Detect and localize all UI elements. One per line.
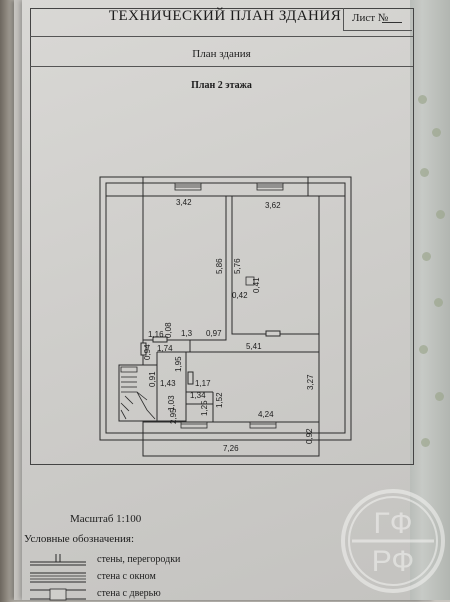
dim-541: 5,41 [246, 342, 262, 351]
room-1 [142, 195, 227, 341]
dim-134: 1,34 [190, 391, 206, 400]
legend-title: Условные обозначения: [24, 533, 135, 545]
drawing-frame [30, 8, 414, 465]
dim-092: 0,92 [305, 428, 314, 444]
dim-room1-width: 3,42 [176, 198, 192, 207]
dim-103: 1,03 [167, 395, 176, 411]
dim-094: 0,94 [143, 344, 152, 360]
window-bottom-left [180, 421, 208, 429]
door-room-1 [152, 336, 168, 343]
legend-door-label: стена с дверью [97, 588, 161, 599]
plan-subtitle: План здания [192, 48, 251, 60]
dim-295: 2,95 [169, 408, 178, 424]
window-top-right [256, 182, 284, 191]
sheet-number: Лист № [352, 12, 403, 24]
document-sheet [22, 0, 422, 600]
dim-117: 1,17 [195, 379, 211, 388]
legend-window-label: стена с окном [97, 571, 156, 582]
floor-title: План 2 этажа [191, 80, 252, 91]
stamp-letters-top: ГФ [373, 507, 412, 540]
dim-195: 1,95 [174, 356, 183, 372]
title-divider [30, 36, 413, 37]
sheet-number-box [343, 8, 412, 31]
balcony-extension [142, 432, 320, 457]
window-bottom-right [249, 421, 277, 429]
dim-726: 7,26 [223, 444, 239, 453]
watermark-stamp: ГФ РФ [341, 489, 445, 593]
door-room-3 [187, 371, 194, 385]
dim-174: 1,74 [157, 344, 173, 353]
column [245, 276, 255, 286]
patterned-background [410, 0, 450, 600]
door-stair [140, 342, 147, 356]
room-2 [231, 195, 320, 335]
dim-143: 1,43 [160, 379, 176, 388]
subtitle-divider [30, 66, 413, 67]
document-title: ТЕХНИЧЕСКИЙ ПЛАН ЗДАНИЯ [108, 8, 342, 24]
dim-13: 1,3 [181, 329, 193, 338]
dim-room2-height: 5,76 [233, 258, 242, 274]
dim-091: 0,91 [148, 371, 157, 387]
dim-008: 0,08 [164, 322, 173, 338]
door-room-2 [265, 330, 281, 337]
dim-097: 0,97 [206, 329, 222, 338]
scale-label: Масштаб 1:100 [70, 513, 142, 525]
stamp-letters-bottom: РФ [372, 545, 414, 578]
dim-room2-width: 3,62 [265, 201, 281, 210]
dim-small-a: 0,42 [232, 291, 248, 300]
dim-424: 4,24 [258, 410, 274, 419]
dim-152: 1,52 [215, 392, 224, 408]
dim-small-b: 0,41 [252, 277, 261, 293]
dim-125: 1,25 [200, 400, 209, 416]
window-top-left [174, 182, 202, 191]
dim-116: 1,16 [148, 330, 164, 339]
dim-327: 3,27 [306, 374, 315, 390]
legend-window-symbol [30, 572, 86, 583]
legend-walls-label: стены, перегородки [97, 554, 181, 565]
outer-wall-outer [99, 176, 352, 441]
dim-room1-height: 5,86 [215, 258, 224, 274]
legend-walls-symbol [30, 554, 86, 566]
